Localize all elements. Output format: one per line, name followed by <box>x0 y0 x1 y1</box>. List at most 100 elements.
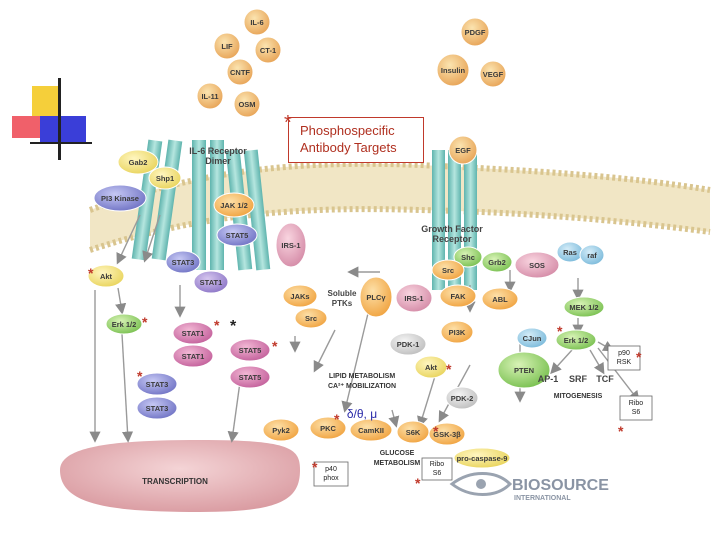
biosource-logo: BIOSOURCE INTERNATIONAL <box>449 472 609 502</box>
il11-ligand-label: IL-11 <box>201 92 218 101</box>
egf-ligand-label: EGF <box>455 146 471 155</box>
raf-node: raf <box>579 244 605 266</box>
antibody-target-asterisk: * <box>214 317 220 333</box>
svg-text:BIOSOURCE: BIOSOURCE <box>512 477 609 494</box>
raf-node-label: raf <box>587 251 597 260</box>
corner-decoration <box>0 0 100 170</box>
grb2-node: Grb2 <box>481 251 513 273</box>
procaspase9-node-label: pro-caspase-9 <box>457 454 508 463</box>
gsk3b-node: GSK-3β <box>428 422 466 446</box>
gsk3b-node-label: GSK-3β <box>433 430 461 439</box>
jak12-node: JAK 1/2 <box>213 192 255 218</box>
pten-node-label: PTEN <box>514 366 534 375</box>
irs1-top-node: IRS-1 <box>275 222 307 268</box>
akt-right-node: Akt <box>414 355 448 379</box>
svg-text:INTERNATIONAL: INTERNATIONAL <box>514 495 571 502</box>
pdk2-node: PDK-2 <box>445 386 479 410</box>
stat1-a-node-label: STAT1 <box>182 329 205 338</box>
stat5-b-node-label: STAT5 <box>239 373 262 382</box>
antibody-target-asterisk: * <box>88 265 94 281</box>
antibody-target-asterisk: * <box>415 475 421 491</box>
jak12-node-label: JAK 1/2 <box>220 201 248 210</box>
stat3-top-node-label: STAT3 <box>172 258 195 267</box>
antibody-target-asterisk: * <box>433 423 439 439</box>
antibody-target-asterisk: * <box>636 349 642 365</box>
cell-membrane <box>88 160 711 253</box>
antibody-target-asterisk: * <box>272 338 278 354</box>
insulin-ligand: Insulin <box>436 53 470 87</box>
antibody-target-asterisk: * <box>446 361 452 377</box>
ras-node-label: Ras <box>563 248 577 257</box>
jaks-node: JAKs <box>282 284 318 308</box>
cntf-ligand: CNTF <box>226 58 254 86</box>
stat1-top-node-label: STAT1 <box>200 278 223 287</box>
ct1-ligand-label: CT-1 <box>260 46 276 55</box>
stat5-a-node: STAT5 <box>229 338 271 362</box>
legend-line-1: Phosphospecific <box>300 123 395 138</box>
pi3k-right-node-label: PI3K <box>449 328 466 337</box>
pdk1-node: PDK-1 <box>389 332 427 356</box>
pten-node: PTEN <box>497 351 551 389</box>
akt-left-node-label: Akt <box>100 272 113 281</box>
shp1-node-label: Shp1 <box>156 174 174 183</box>
erk-right-node-label: Erk 1/2 <box>564 336 589 345</box>
vegf-ligand: VEGF <box>479 60 507 88</box>
stat3-b-node: STAT3 <box>136 396 178 420</box>
antibody-target-asterisk: * <box>618 423 624 439</box>
src-mid-node-label: Src <box>305 314 317 323</box>
stat5-top-node-label: STAT5 <box>226 231 249 240</box>
transcription-nucleus: TRANSCRIPTION <box>60 440 300 512</box>
stat1-top-node: STAT1 <box>193 270 229 294</box>
tcf-label: TCF <box>596 374 614 384</box>
antibody-target-asterisk: * <box>230 318 237 335</box>
pdgf-ligand: PDGF <box>460 17 490 47</box>
pi3-kinase-node: PI3 Kinase <box>93 184 147 212</box>
il6-ligand: IL-6 <box>243 8 271 36</box>
legend-line-2: Antibody Targets <box>300 140 397 155</box>
legend-text: Phosphospecific Antibody Targets <box>300 122 420 156</box>
akt-right-node-label: Akt <box>425 363 438 372</box>
irs1-node: IRS-1 <box>395 283 433 313</box>
abl-node: ABL <box>481 287 519 311</box>
shc-node: Shc <box>453 246 483 268</box>
plcg-node-label: PLCγ <box>366 293 386 302</box>
cjun-node-label: CJun <box>523 334 542 343</box>
il6-ligand-label: IL-6 <box>250 18 263 27</box>
antibody-target-asterisk: * <box>557 323 563 339</box>
shp1-node: Shp1 <box>148 166 182 190</box>
pdk2-node-label: PDK-2 <box>451 394 474 403</box>
irs1-node-label: IRS-1 <box>404 294 423 303</box>
erk-right-node: Erk 1/2 <box>555 329 597 351</box>
irs1-top-node-label: IRS-1 <box>281 241 300 250</box>
pdk1-node-label: PDK-1 <box>397 340 420 349</box>
pyk2-node: Pyk2 <box>262 418 300 442</box>
src-right-node: Src <box>431 259 465 281</box>
vegf-ligand-label: VEGF <box>483 70 504 79</box>
mek12-node-label: MEK 1/2 <box>569 303 598 312</box>
stat3-b-node-label: STAT3 <box>146 404 169 413</box>
pi3k-right-node: PI3K <box>440 320 474 344</box>
src-right-node-label: Src <box>442 266 454 275</box>
pkc-node-label: PKC <box>320 424 336 433</box>
camkii-node-label: CamKII <box>358 426 384 435</box>
osm-ligand-label: OSM <box>238 100 255 109</box>
mek12-node: MEK 1/2 <box>563 296 605 318</box>
erk-left-node-label: Erk 1/2 <box>112 320 137 329</box>
legend-box <box>288 117 424 163</box>
ap1-label: AP-1 <box>538 374 559 384</box>
cjun-node: CJun <box>516 327 548 349</box>
antibody-target-asterisk: * <box>334 411 340 427</box>
grb2-node-label: Grb2 <box>488 258 506 267</box>
shc-node-label: Shc <box>461 253 475 262</box>
stat5-b-node: STAT5 <box>229 365 271 389</box>
pyk2-node-label: Pyk2 <box>272 426 290 435</box>
antibody-target-asterisk: * <box>142 314 148 330</box>
